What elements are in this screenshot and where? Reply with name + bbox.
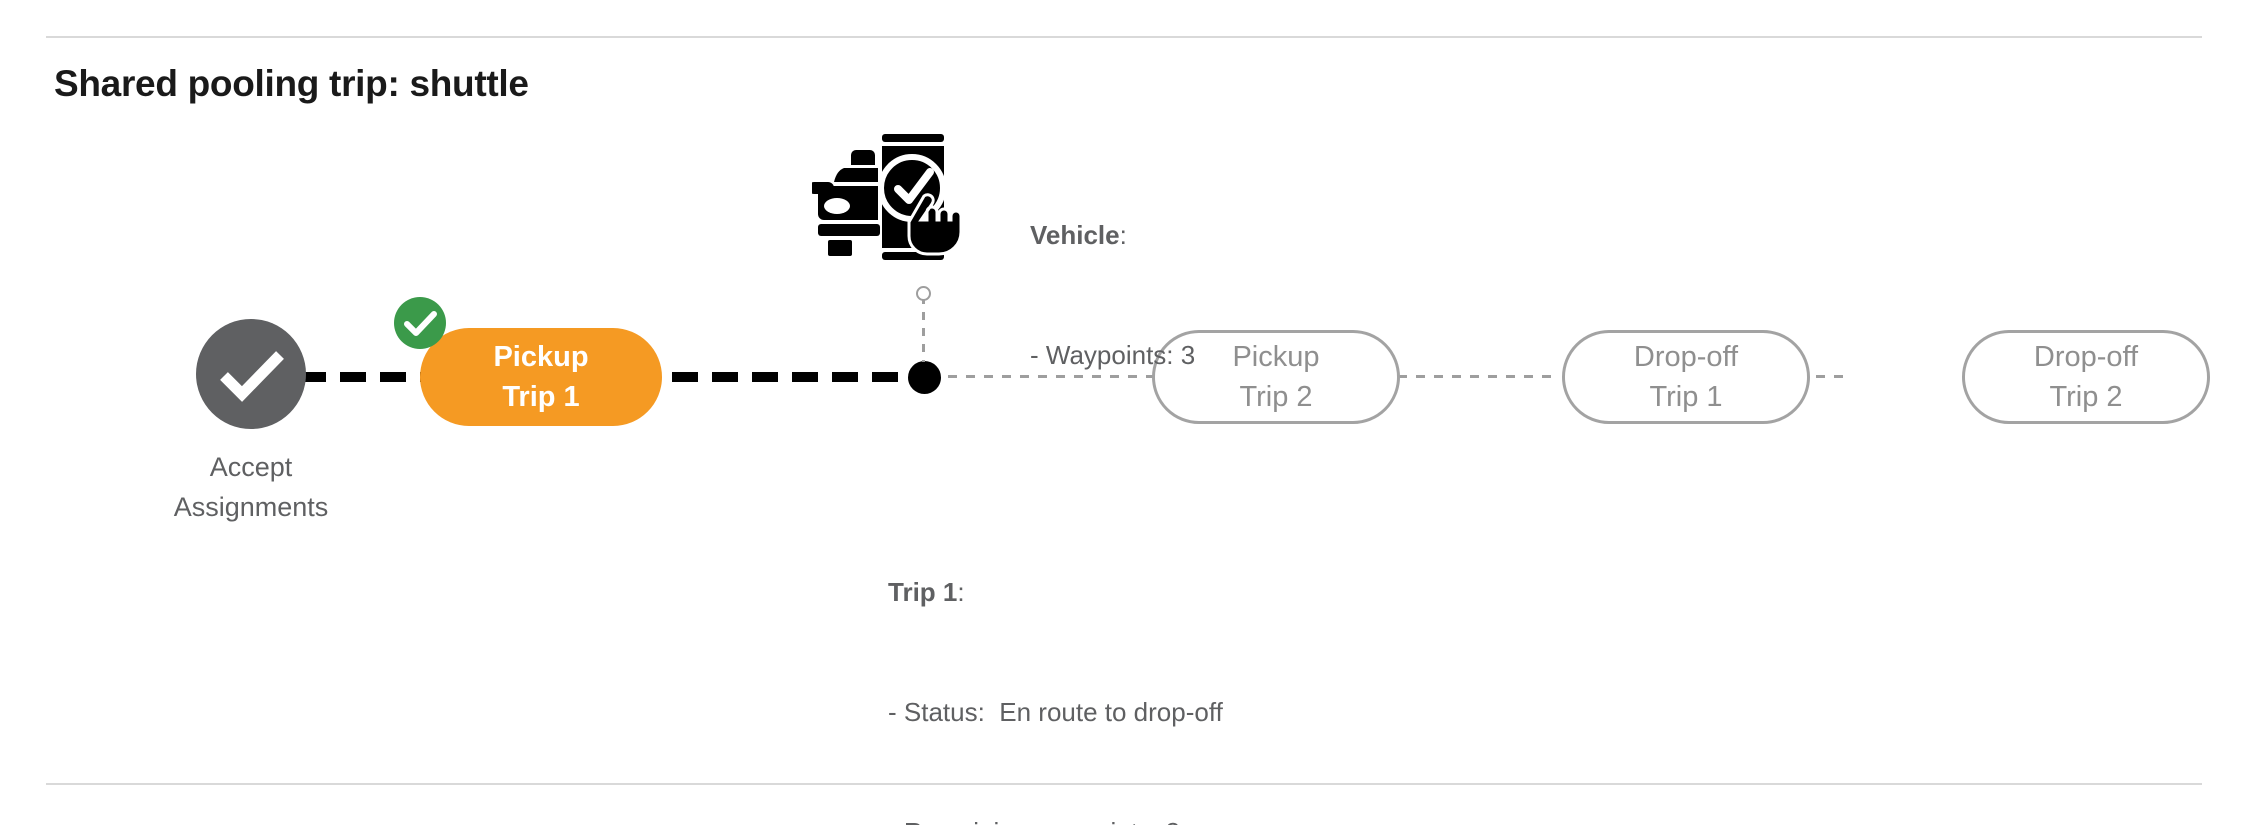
accept-label-line-1: Accept [209,452,293,482]
track-segment-remaining-1 [930,375,1158,378]
step-pickup-trip-2[interactable]: Pickup Trip 2 [1152,330,1400,424]
vehicle-info-header-suffix: : [1119,220,1127,250]
check-badge-icon [404,311,437,336]
trip1-header-row: Trip 1: [888,572,1223,612]
divider-top [46,36,2202,38]
trip1-status: - Status: En route to drop-off [888,697,1223,727]
car-phone-check-icon [812,120,972,272]
vehicle-info-waypoints: - Waypoints: 3 [1030,340,1196,370]
step-pickup-trip-1[interactable]: Pickup Trip 1 [420,328,662,426]
vehicle-info-block: Vehicle: - Waypoints: 3 [1030,135,1195,455]
step-pickup-trip-1-line-2: Trip 1 [502,381,580,413]
track-segment-completed-1 [300,372,422,382]
vehicle-info-header-row: Vehicle: [1030,215,1195,255]
vehicle-leader-endpoint [916,286,931,301]
step-pickup-trip-2-line-2: Trip 2 [1239,381,1313,413]
node-accept-assignments[interactable] [196,319,306,429]
divider-bottom [46,783,2202,785]
trip1-header-suffix: : [957,577,965,607]
track-segment-remaining-2 [1398,375,1558,378]
track-segment-completed-2 [672,372,926,382]
step-dropoff-trip-1-line-1: Drop-off [1633,341,1739,373]
step-dropoff-trip-1-line-2: Trip 1 [1649,381,1723,413]
node-accept-assignments-label: Accept Assignments [131,447,371,527]
step-dropoff-trip-2[interactable]: Drop-off Trip 2 [1962,330,2210,424]
step-pickup-trip-2-line-1: Pickup [1232,341,1320,373]
step-completed-badge [394,297,446,349]
step-dropoff-trip-2-line-1: Drop-off [2033,341,2139,373]
vehicle-position-dot [908,361,941,394]
check-circle-icon [220,351,284,402]
step-dropoff-trip-2-line-2: Trip 2 [2049,381,2123,413]
trips-info-block: Trip 1: - Status: En route to drop-off -… [888,492,1223,825]
accept-label-line-2: Assignments [173,492,329,522]
step-pickup-trip-1-line-1: Pickup [493,341,589,373]
trip1-waypoints: - Remaining waypoints: 2 [888,812,1223,825]
vehicle-leader-line [922,296,925,362]
trip1-header: Trip 1 [888,577,958,607]
vehicle-info-header: Vehicle [1030,220,1120,250]
page-title: Shared pooling trip: shuttle [54,63,529,104]
step-dropoff-trip-1[interactable]: Drop-off Trip 1 [1562,330,1810,424]
